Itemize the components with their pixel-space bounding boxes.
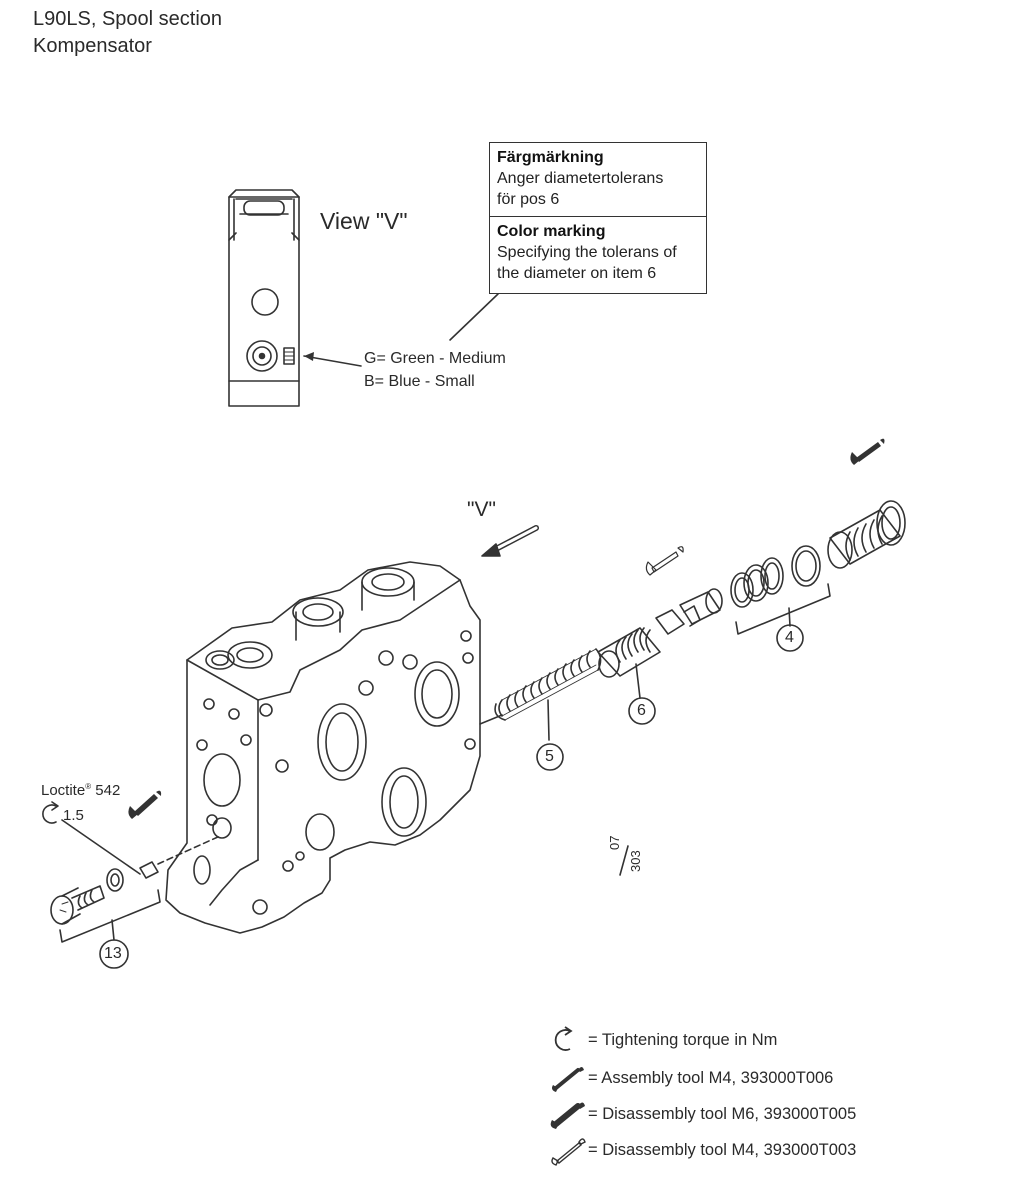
bracket-item-13 bbox=[59, 889, 161, 943]
color-marking-box: Färgmärkning Anger diametertolerans för … bbox=[489, 142, 707, 294]
legend-row-disassembly-m4: = Disassembly tool M4, 393000T003 bbox=[548, 1134, 856, 1166]
direction-v-label: "V" bbox=[467, 498, 496, 521]
item-circle-6 bbox=[628, 697, 656, 725]
english-heading: Color marking bbox=[497, 223, 606, 240]
legend-row-torque: = Tightening torque in Nm bbox=[548, 1024, 777, 1056]
legend-row-disassembly-m6: = Disassembly tool M6, 393000T005 bbox=[548, 1098, 856, 1130]
wrench-icon bbox=[552, 1067, 584, 1092]
item-number-4: 4 bbox=[785, 629, 794, 646]
valve-body bbox=[165, 561, 481, 934]
swedish-line-1: Anger diametertolerans bbox=[497, 170, 664, 187]
wrench-bold-icon bbox=[550, 1102, 585, 1129]
loctite-label: Loctite® 542 bbox=[41, 776, 120, 802]
torque-icon bbox=[554, 1026, 573, 1051]
wrench-outline-icon bbox=[645, 546, 684, 576]
leader-item-6 bbox=[635, 663, 641, 699]
axis-line-left bbox=[157, 835, 221, 865]
title-line-2: Kompensator bbox=[33, 35, 152, 57]
legend-text-disassembly-m6: = Disassembly tool M6, 393000T005 bbox=[588, 1104, 857, 1123]
color-mark-arrow bbox=[303, 355, 362, 367]
spool-item bbox=[655, 588, 723, 635]
blue-code-label: B= Blue - Small bbox=[364, 373, 475, 390]
swedish-line-2: för pos 6 bbox=[497, 191, 560, 208]
color-mark-icon bbox=[283, 347, 295, 365]
rings-item-4 bbox=[730, 545, 821, 608]
legend-row-assembly-m4: = Assembly tool M4, 393000T006 bbox=[548, 1062, 833, 1094]
view-v-label: View "V" bbox=[320, 208, 408, 234]
legend-text-torque: = Tightening torque in Nm bbox=[588, 1030, 778, 1049]
loctite-brand: Loctite bbox=[41, 782, 86, 799]
screw-item-13 bbox=[50, 861, 159, 925]
torque-leader bbox=[61, 819, 141, 875]
torque-value: 1.5 bbox=[63, 807, 84, 824]
item-circle-4 bbox=[776, 624, 804, 652]
wrench-bold-icon bbox=[128, 790, 162, 819]
green-code-label: G= Green - Medium bbox=[364, 350, 506, 367]
leader-item-4 bbox=[788, 607, 791, 627]
item-number-5: 5 bbox=[545, 748, 554, 765]
plug-item bbox=[827, 500, 906, 569]
wrench-outline-icon bbox=[551, 1138, 586, 1166]
english-section: Color marking Specifying the tolerans of… bbox=[490, 217, 706, 284]
view-direction-arrow bbox=[481, 525, 539, 557]
item-number-6: 6 bbox=[637, 702, 646, 719]
english-line-2: the diameter on item 6 bbox=[497, 265, 657, 282]
legend-text-assembly-m4: = Assembly tool M4, 393000T006 bbox=[588, 1068, 834, 1087]
leader-item-13 bbox=[111, 919, 115, 941]
item-number-13: 13 bbox=[104, 945, 122, 962]
leader-item-5 bbox=[547, 699, 550, 741]
item-circle-5 bbox=[536, 743, 564, 771]
wrench-icon bbox=[850, 438, 885, 465]
legend-text-disassembly-m4: = Disassembly tool M4, 393000T003 bbox=[588, 1140, 857, 1159]
swedish-heading: Färgmärkning bbox=[497, 149, 604, 166]
swedish-section: Färgmärkning Anger diametertolerans för … bbox=[490, 143, 706, 217]
loctite-number: 542 bbox=[95, 782, 121, 799]
drawing-ref-slash bbox=[619, 845, 629, 876]
page-title: L90LS, Spool section Kompensator bbox=[33, 6, 222, 60]
sleeve-item-6 bbox=[597, 627, 661, 678]
loctite-reg: ® bbox=[85, 782, 92, 791]
item-circle-13 bbox=[99, 939, 129, 969]
torque-symbol bbox=[42, 804, 57, 824]
english-line-1: Specifying the tolerans of bbox=[497, 244, 677, 261]
view-v-part bbox=[228, 189, 300, 407]
bracket-item-4 bbox=[735, 583, 831, 635]
title-line-1: L90LS, Spool section bbox=[33, 8, 223, 30]
callout-pointer bbox=[449, 293, 499, 341]
